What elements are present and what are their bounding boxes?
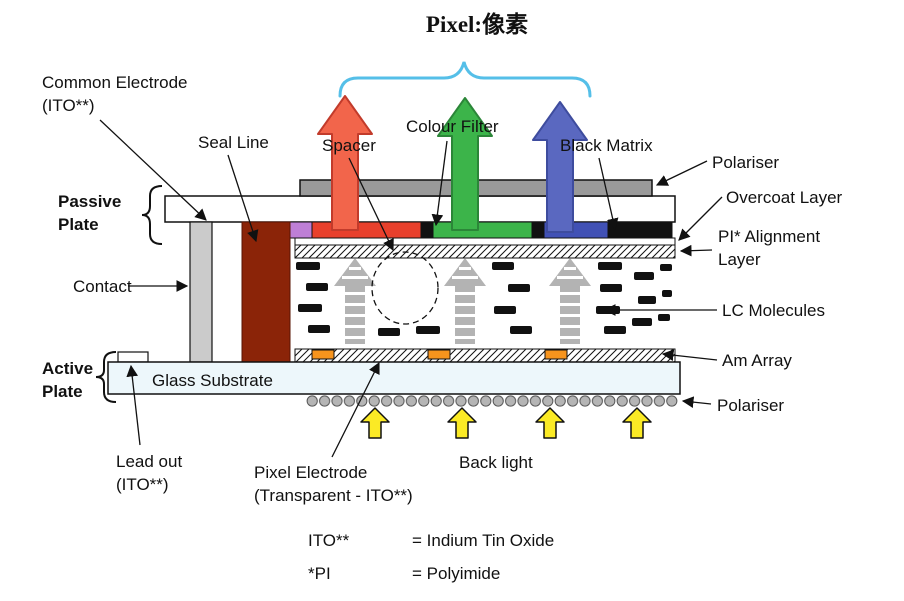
passive-plate-label-2: Plate — [58, 215, 99, 234]
red-pixel-arrow — [317, 95, 373, 231]
common-electrode-label: Common Electrode — [42, 73, 188, 92]
overcoat-leader — [678, 196, 723, 241]
contact-label: Contact — [73, 277, 132, 296]
backlight-arrow — [360, 407, 390, 439]
passive-plate-brace — [141, 185, 163, 245]
backlight-arrow — [622, 407, 652, 439]
active-plate-label-2: Plate — [42, 382, 83, 401]
colour-filter-leader — [431, 140, 448, 227]
pi-alignment-label: PI* Alignment — [718, 227, 820, 246]
colour-filter-label: Colour Filter — [406, 117, 499, 136]
spacer-leader — [348, 157, 394, 252]
black-matrix-leader — [598, 157, 619, 231]
glass-substrate — [107, 361, 681, 395]
lc-molecules-label: LC Molecules — [722, 301, 825, 320]
polariser-top-leader — [655, 160, 708, 186]
gray-up-arrow — [549, 258, 591, 344]
overcoat-layer-label: Overcoat Layer — [726, 188, 843, 207]
active-plate-brace — [95, 351, 117, 403]
cf-purple-block — [287, 221, 313, 239]
am-array-bar — [294, 348, 676, 363]
backlight-arrows — [360, 407, 652, 439]
gray-up-arrow — [444, 258, 486, 344]
cf-green-strip — [432, 221, 533, 239]
pixel-electrode-label-2: (Transparent - ITO**) — [254, 486, 413, 505]
am-array-leader — [661, 349, 718, 361]
seal-line-label: Seal Line — [198, 133, 269, 152]
back-light-label: Back light — [459, 453, 533, 472]
legend-pi-definition: = Polyimide — [412, 564, 500, 583]
lc-cell — [296, 251, 672, 344]
black-matrix-block — [420, 221, 434, 239]
backlight-arrow — [535, 407, 565, 439]
am-array-label: Am Array — [722, 351, 792, 370]
black-matrix-label: Black Matrix — [560, 136, 653, 155]
pixel-electrode-label: Pixel Electrode — [254, 463, 367, 482]
common-electrode-label-2: (ITO**) — [42, 96, 95, 115]
spacer-circle — [371, 251, 439, 325]
passive-plate-label: Passive — [58, 192, 121, 211]
tft-block — [427, 349, 451, 360]
tft-block — [544, 349, 568, 360]
cf-red-strip — [311, 221, 422, 239]
polariser-top-label: Polariser — [712, 153, 779, 172]
legend-pi-term: *PI — [308, 564, 331, 583]
seal-line-leader — [227, 154, 259, 243]
overcoat-layer-bar — [294, 237, 676, 246]
blue-pixel-arrow — [532, 101, 588, 233]
legend-ito-term: ITO** — [308, 531, 350, 550]
lead-out-label-2: (ITO**) — [116, 475, 169, 494]
black-matrix-block — [531, 221, 545, 239]
pi-alignment-leader — [679, 244, 713, 257]
polariser-bottom-label: Polariser — [717, 396, 784, 415]
pi-alignment-label-2: Layer — [718, 250, 761, 269]
polariser-bottom-leader — [681, 396, 712, 408]
spacer-label: Spacer — [322, 136, 376, 155]
seal-line-block — [241, 221, 291, 363]
glass-substrate-label: Glass Substrate — [152, 371, 273, 390]
contact-bar — [189, 221, 213, 363]
lc-light-arrows — [334, 258, 591, 344]
gray-up-arrow — [334, 258, 376, 344]
pi-alignment-layer-bar — [294, 244, 676, 259]
tft-block — [311, 349, 335, 360]
arrow-segment-gaps — [342, 267, 583, 339]
active-plate-label: Active — [42, 359, 93, 378]
pixel-brace — [338, 61, 592, 98]
lc-molecule-dashes — [296, 262, 672, 336]
bottom-polariser-dots — [306, 395, 678, 407]
pixel-electrode-leader — [331, 361, 380, 458]
black-matrix-block — [607, 221, 673, 239]
pixel-title: Pixel:像素 — [426, 11, 528, 37]
passive-glass — [164, 195, 676, 223]
pixel-output-arrows — [317, 95, 588, 233]
backlight-arrow — [447, 407, 477, 439]
legend-ito-definition: = Indium Tin Oxide — [412, 531, 554, 550]
lead-out-label: Lead out — [116, 452, 182, 471]
green-pixel-arrow — [437, 97, 493, 231]
am-array-tfts — [311, 349, 568, 360]
common-electrode-leader — [99, 119, 207, 221]
active-plate-group — [107, 348, 681, 407]
leader-lines — [99, 119, 723, 458]
lead-out-block — [117, 351, 149, 363]
lead-out-leader — [126, 364, 141, 446]
